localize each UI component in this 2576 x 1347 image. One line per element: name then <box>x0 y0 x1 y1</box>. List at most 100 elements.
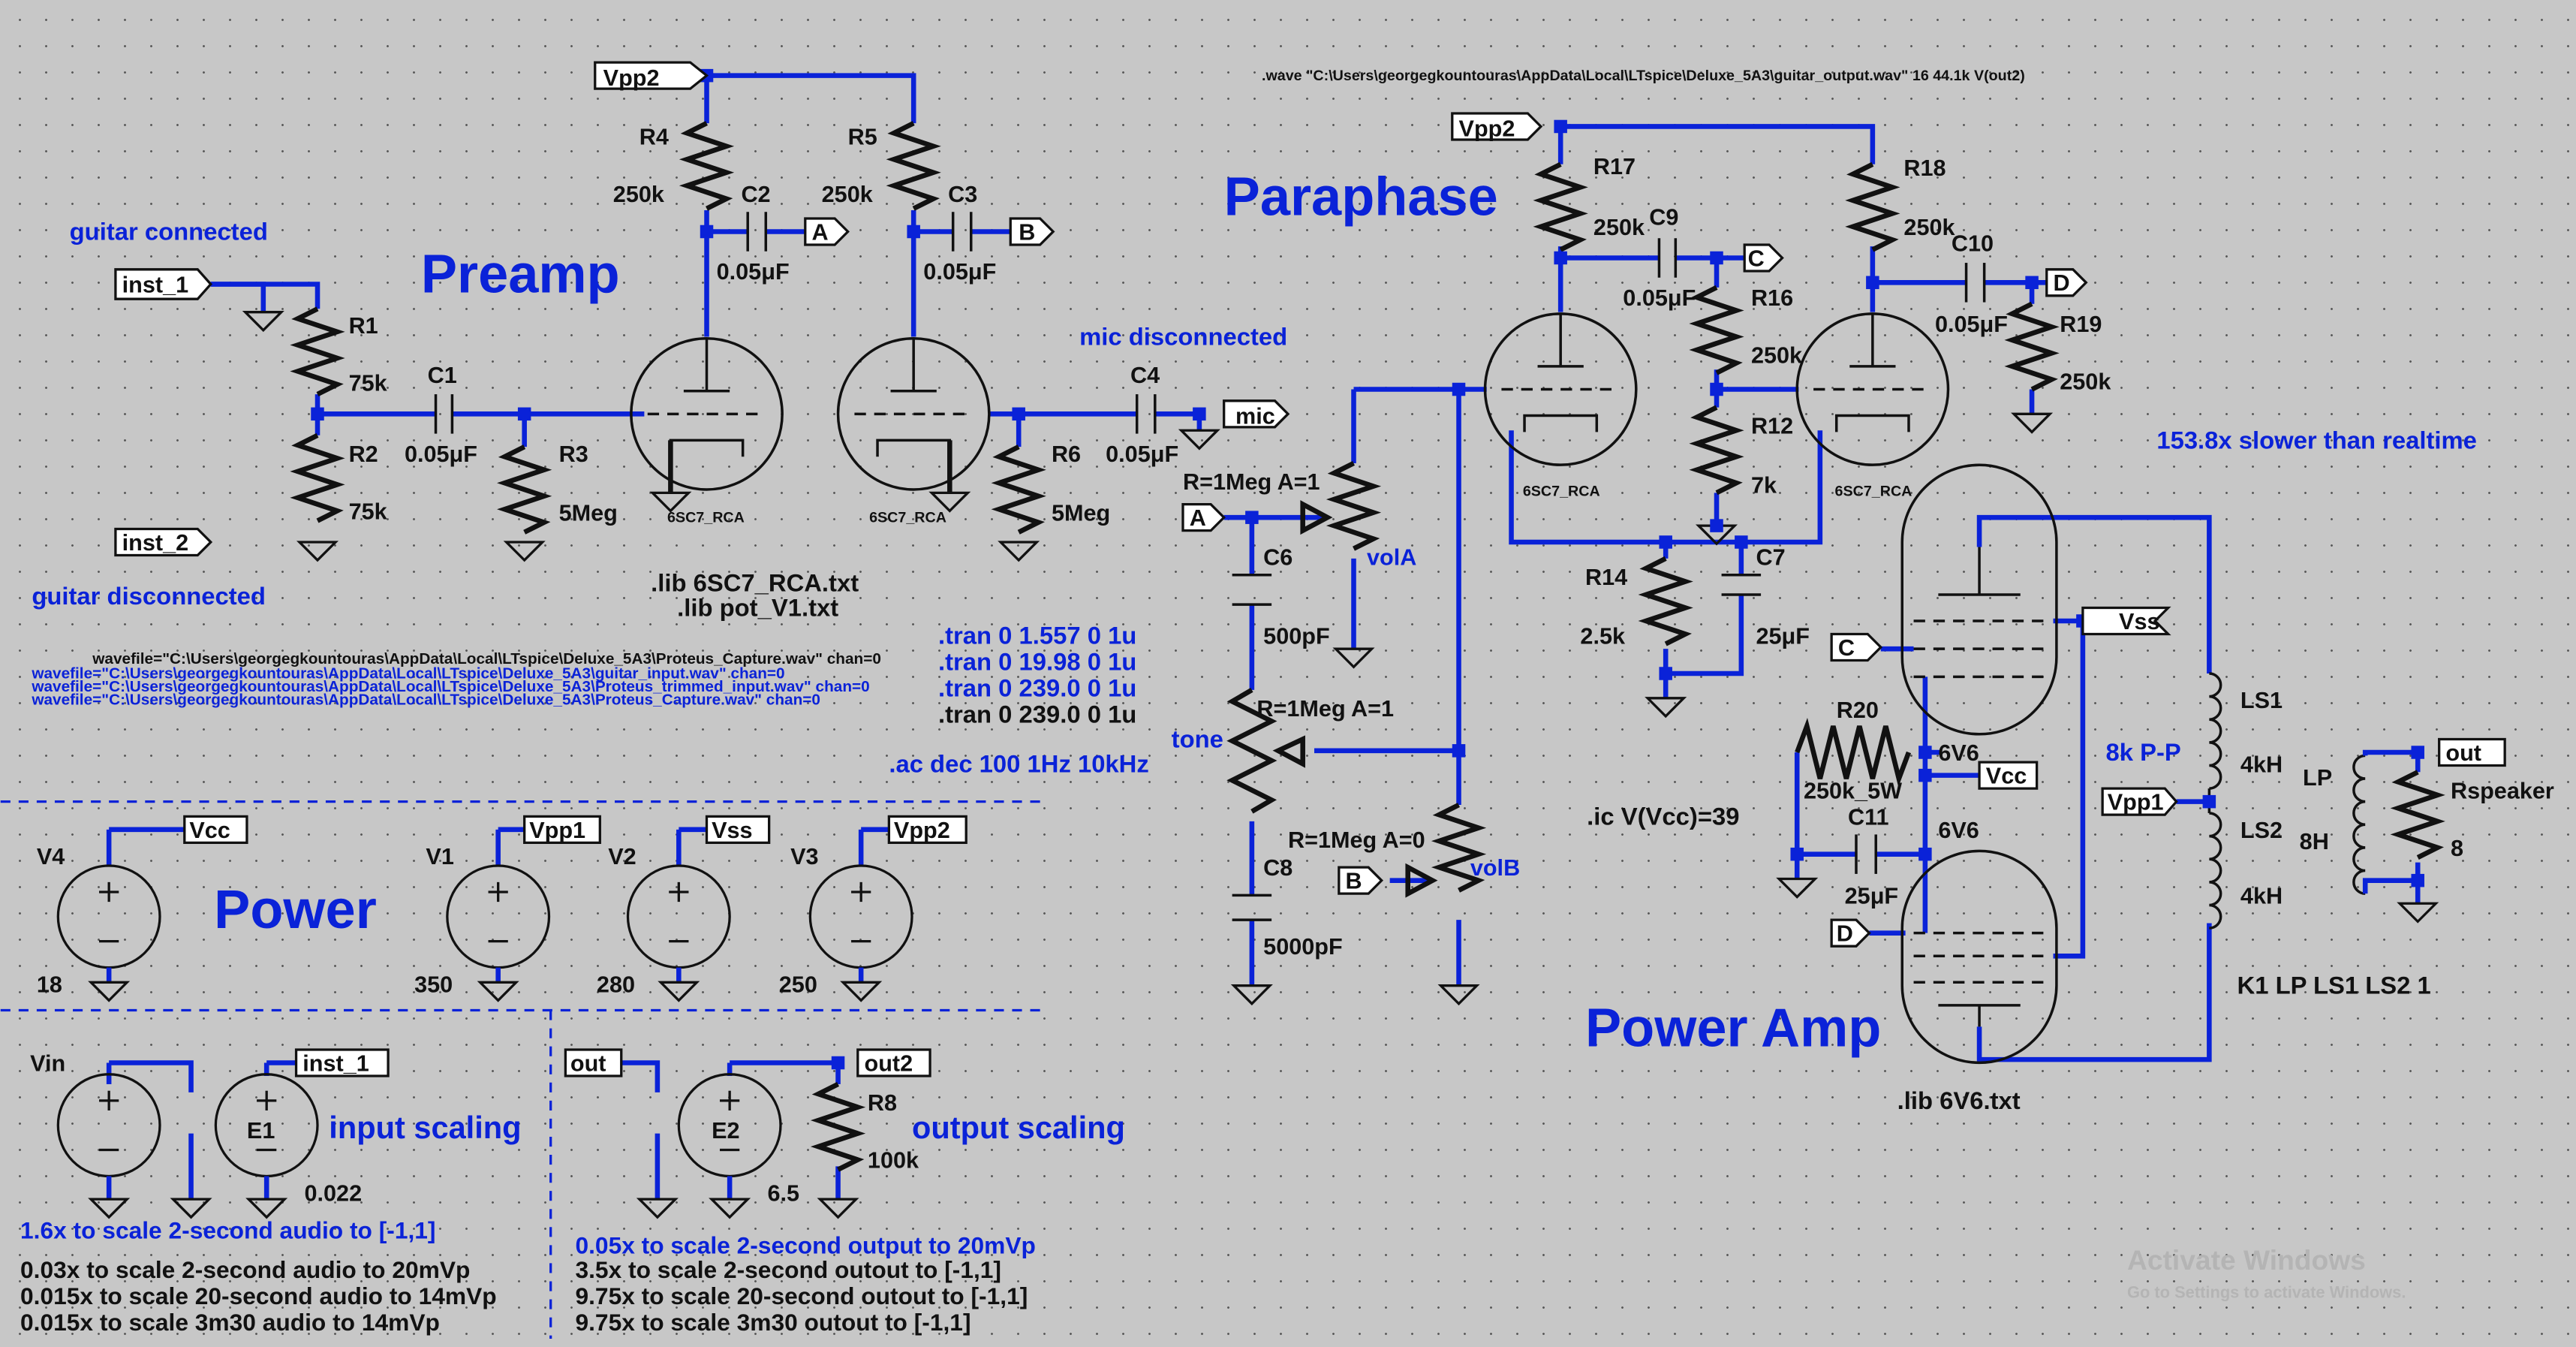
svg-text:500pF: 500pF <box>1263 624 1329 649</box>
svg-text:R20: R20 <box>1837 698 1879 723</box>
directive-coupling: K1 LP LS1 LS2 1 <box>2237 972 2431 999</box>
resistor-Rspeaker <box>2390 770 2445 860</box>
capacitor-C7 <box>1721 573 1762 596</box>
svg-text:18: 18 <box>37 972 62 997</box>
inductor-LP <box>2352 754 2366 895</box>
capacitor-C4 <box>1135 394 1157 434</box>
svg-text:Activate Windows: Activate Windows <box>2127 1244 2366 1276</box>
svg-text:R17: R17 <box>1593 154 1636 179</box>
svg-text:LP: LP <box>2303 765 2332 791</box>
note-speed: 153.8x slower than realtime <box>2156 426 2477 454</box>
svg-text:6SC7_RCA: 6SC7_RCA <box>869 510 946 526</box>
svg-text:280: 280 <box>597 972 635 997</box>
directive-lib-6sc7: .lib 6SC7_RCA.txt <box>651 569 859 597</box>
svg-text:0.05μF: 0.05μF <box>717 259 790 285</box>
svg-text:LS2: LS2 <box>2240 818 2283 843</box>
svg-text:C3: C3 <box>948 182 977 207</box>
resistor-R16 <box>1689 285 1744 375</box>
title-paraphase: Paraphase <box>1224 167 1498 228</box>
potentiometer-volB <box>1431 803 1487 893</box>
resistor-R17 <box>1533 161 1588 252</box>
svg-text:R18: R18 <box>1903 155 1946 181</box>
net-B-out: B <box>1019 219 1035 245</box>
svg-text:R8: R8 <box>868 1090 897 1116</box>
svg-text:V3: V3 <box>790 844 818 869</box>
net-vss: Vss <box>2119 609 2159 634</box>
svg-text:4kH: 4kH <box>2240 883 2283 909</box>
net-out: out <box>2445 740 2481 766</box>
capacitor-C6 <box>1232 573 1272 606</box>
resistor-R20 <box>1795 717 1912 788</box>
svg-text:6SC7_RCA: 6SC7_RCA <box>667 510 745 526</box>
svg-text:2.5k: 2.5k <box>1580 624 1626 649</box>
svg-text:R3: R3 <box>559 441 588 467</box>
inductor-LS2 <box>2209 812 2222 930</box>
directive-tran-2: .tran 0 19.98 0 1u <box>938 648 1136 676</box>
svg-text:250k: 250k <box>613 182 665 207</box>
note-output-scaling: output scaling <box>912 1110 1125 1145</box>
scaling-notes: 1.6x to scale 2-second audio to [-1,1] 0… <box>20 1217 1036 1336</box>
capacitor-C1 <box>434 394 454 434</box>
svg-text:100k: 100k <box>868 1148 919 1174</box>
svg-text:7k: 7k <box>1751 472 1777 498</box>
net-vpp2-1: Vpp2 <box>603 65 660 91</box>
directive-wavefile-2: wavefile="C:\Users\georgegkountouras\App… <box>31 665 784 683</box>
source-V2 <box>626 864 731 969</box>
resistors <box>290 121 2445 1172</box>
svg-text:Vin: Vin <box>30 1050 65 1076</box>
net-mic: mic <box>1235 403 1275 429</box>
net-vpp1-v1: Vpp1 <box>529 818 585 843</box>
svg-text:0.05μF: 0.05μF <box>923 259 996 285</box>
directive-wavefile-3: wavefile="C:\Users\georgegkountouras\App… <box>31 678 869 695</box>
net-A-out: A <box>812 219 829 245</box>
svg-text:Rspeaker: Rspeaker <box>2451 778 2554 803</box>
capacitor-C10 <box>1964 263 1986 303</box>
svg-text:R1: R1 <box>349 313 378 339</box>
svg-text:LS1: LS1 <box>2240 688 2283 713</box>
input-note-3: 0.015x to scale 20-second audio to 14mVp <box>20 1282 497 1309</box>
title-power: Power <box>214 880 377 940</box>
svg-text:0.05μF: 0.05μF <box>1623 285 1696 311</box>
svg-text:R=1Meg A=1: R=1Meg A=1 <box>1256 696 1394 722</box>
svg-text:250k: 250k <box>822 182 874 207</box>
section-dividers <box>0 800 1047 1339</box>
svg-text:0.05μF: 0.05μF <box>405 441 477 467</box>
svg-text:R2: R2 <box>349 441 378 467</box>
svg-text:C8: C8 <box>1263 855 1293 881</box>
annotations: guitar connected guitar disconnected mic… <box>32 217 2477 1145</box>
title-preamp: Preamp <box>421 244 620 304</box>
svg-text:5000pF: 5000pF <box>1263 934 1343 960</box>
svg-text:25μF: 25μF <box>1756 624 1810 649</box>
note-input-scaling: input scaling <box>329 1110 521 1145</box>
windows-watermark: Activate Windows Go to Settings to activ… <box>2127 1244 2406 1301</box>
capacitor-C8 <box>1232 893 1272 921</box>
directive-ic: .ic V(Vcc)=39 <box>1587 802 1739 830</box>
resistor-R14 <box>1638 556 1693 646</box>
net-vcc: Vcc <box>1986 764 2027 789</box>
net-out-e2: out <box>570 1050 606 1076</box>
net-label-text: Vpp2 inst_1 inst_2 A B mic A B Vpp2 C D … <box>122 65 2481 1077</box>
svg-text:5Meg: 5Meg <box>559 501 618 526</box>
svg-text:E2: E2 <box>712 1118 739 1144</box>
svg-text:0.022: 0.022 <box>305 1180 363 1206</box>
directive-lib-6v6: .lib 6V6.txt <box>1897 1086 2021 1114</box>
tube-6v6-lower <box>1900 849 2058 1065</box>
directive-wavefile-1: wavefile="C:\Users\georgegkountouras\App… <box>92 650 881 667</box>
resistor-R3 <box>497 444 552 535</box>
net-inst2: inst_2 <box>122 530 188 556</box>
svg-text:8: 8 <box>2451 836 2463 861</box>
svg-text:250k: 250k <box>1751 343 1803 369</box>
net-vpp2-3: Vpp2 <box>894 818 950 843</box>
svg-text:volA: volA <box>1367 545 1416 571</box>
net-vpp1: Vpp1 <box>2108 790 2164 815</box>
resistor-R4 <box>679 121 735 211</box>
svg-text:C2: C2 <box>741 182 770 207</box>
svg-text:volB: volB <box>1470 855 1520 881</box>
svg-text:E1: E1 <box>247 1118 275 1144</box>
tube-6sc7-4 <box>1795 312 1950 466</box>
svg-text:0.05μF: 0.05μF <box>1106 441 1178 467</box>
svg-text:250k: 250k <box>1903 215 1955 240</box>
svg-text:V1: V1 <box>426 844 453 869</box>
resistor-R1 <box>290 306 345 397</box>
potentiometer-tone <box>1226 688 1277 814</box>
